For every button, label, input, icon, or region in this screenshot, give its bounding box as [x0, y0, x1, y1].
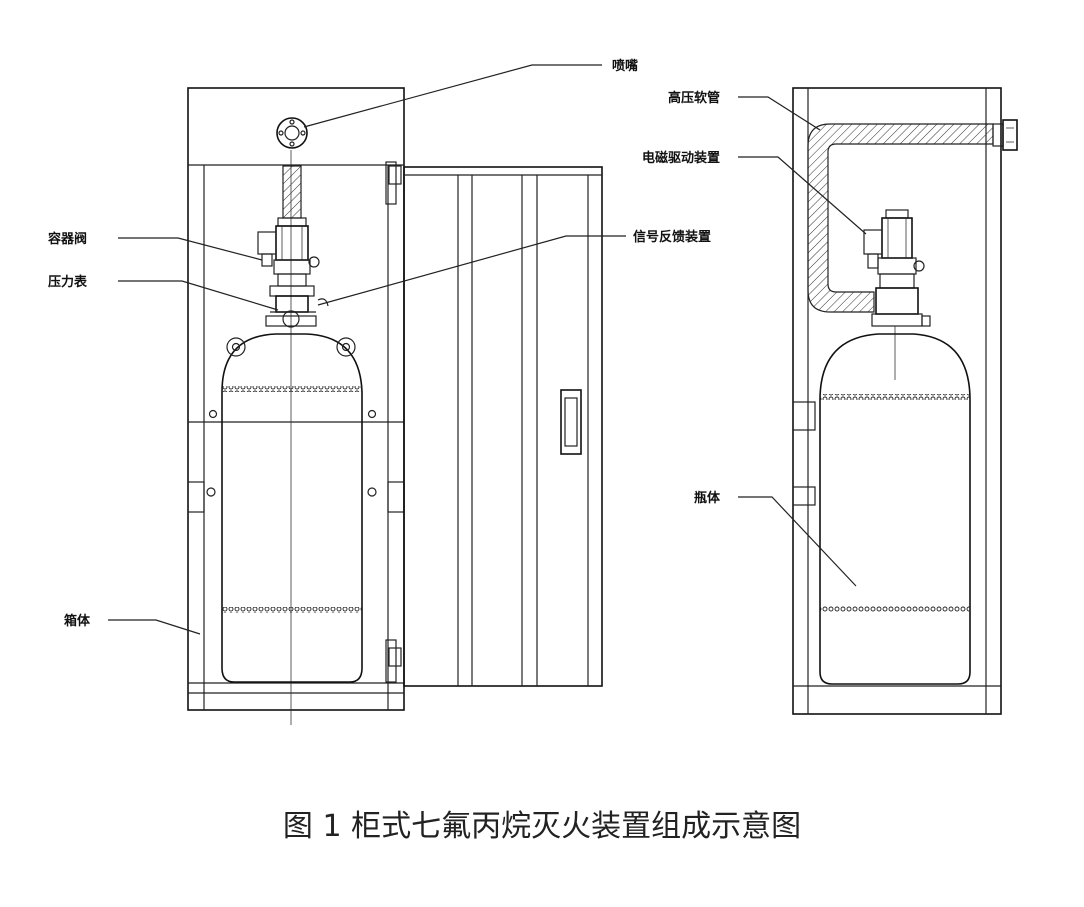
signal-feedback-label: 信号反馈装置	[633, 229, 711, 245]
left-cylinder	[221, 333, 363, 683]
nozzle-label: 喷嘴	[612, 58, 638, 74]
high-pressure-hose	[807, 123, 994, 313]
solenoid-driver-label: 电磁驱动装置	[642, 150, 720, 166]
cabinet-door	[385, 161, 603, 687]
left-cabinet	[187, 87, 405, 725]
cabinet-label: 箱体	[64, 613, 91, 629]
right-cylinder	[819, 333, 971, 685]
cylinder-label: 瓶体	[694, 490, 721, 506]
right-valve-assembly	[863, 209, 931, 380]
leader-lines	[108, 64, 867, 635]
figure-caption: 图 1 柜式七氟丙烷灭火装置组成示意图	[283, 809, 801, 844]
nozzle-assembly	[276, 117, 308, 219]
high-pressure-hose-label: 高压软管	[668, 90, 720, 106]
pressure-gauge-label: 压力表	[48, 274, 88, 290]
container-valve-label: 容器阀	[47, 231, 87, 247]
left-valve-assembly	[257, 217, 329, 328]
right-cabinet	[792, 87, 1018, 715]
